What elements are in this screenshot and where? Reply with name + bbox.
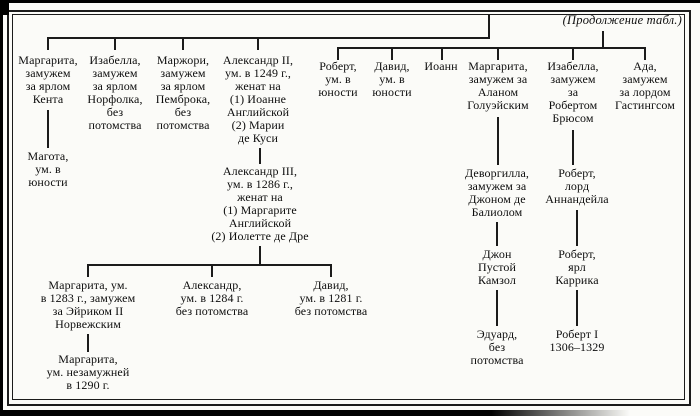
scan-edge-left bbox=[0, 0, 3, 416]
connector bbox=[114, 37, 116, 50]
connector bbox=[48, 37, 490, 39]
outer-frame bbox=[7, 10, 691, 406]
node-robert-youth: Роберт, ум. в юности bbox=[318, 59, 358, 99]
connector bbox=[337, 47, 339, 60]
table-continuation-caption: (Продолжение табл.) bbox=[562, 13, 682, 27]
scan-edge-top bbox=[0, 0, 700, 3]
node-margarita-galloway: Маргарита, замужем за Аланом Голуэйским bbox=[467, 59, 529, 112]
node-robert-i: Роберт I 1306–1329 bbox=[549, 327, 605, 354]
node-aleksandr-ii: Александр II, ум. в 1249 г., женат на (1… bbox=[222, 53, 294, 145]
connector bbox=[576, 210, 578, 246]
scan-edge-bottom bbox=[0, 410, 630, 416]
node-david-1281: Давид, ум. в 1281 г. без потомства bbox=[294, 278, 368, 318]
node-ada-hastings: Ада, замужем за лордом Гастингсом bbox=[615, 59, 675, 112]
connector bbox=[259, 148, 261, 164]
connector bbox=[644, 47, 646, 60]
node-aleksandr-1284: Александр, ум. в 1284 г. без потомства bbox=[175, 278, 249, 318]
node-marjori-pembroke: Маржори, замужем за ярлом Пемброка, без … bbox=[155, 53, 211, 132]
node-izabella-norfolk: Изабелла, замужем за ярлом Норфолка, без… bbox=[87, 53, 143, 132]
node-robert-carrick: Роберт, ярл Каррика bbox=[555, 247, 599, 287]
node-magota: Магота, ум. в юности bbox=[27, 149, 69, 189]
connector bbox=[338, 47, 646, 49]
connector bbox=[182, 37, 184, 50]
inner-frame bbox=[12, 14, 685, 400]
node-ioann: Иоанн bbox=[424, 59, 458, 73]
connector bbox=[330, 264, 332, 277]
connector bbox=[496, 290, 498, 326]
connector bbox=[572, 130, 574, 165]
connector bbox=[488, 15, 490, 37]
connector bbox=[259, 246, 261, 264]
connector bbox=[576, 290, 578, 326]
node-izabella-bruce: Изабелла, замужем за Робертом Брюсом bbox=[547, 59, 599, 125]
connector bbox=[602, 31, 604, 47]
connector bbox=[257, 37, 259, 50]
connector bbox=[497, 117, 499, 165]
node-margarita-1290: Маргарита, ум. незамужней в 1290 г. bbox=[46, 352, 130, 392]
connector bbox=[441, 47, 443, 60]
node-aleksandr-iii: Александр III, ум. в 1286 г., женат на (… bbox=[211, 164, 309, 243]
connector bbox=[391, 47, 393, 60]
connector bbox=[496, 222, 498, 246]
connector bbox=[87, 264, 89, 277]
connector bbox=[211, 264, 213, 277]
connector bbox=[87, 334, 89, 352]
node-margarita-norway: Маргарита, ум. в 1283 г., замужем за Эйр… bbox=[40, 278, 136, 331]
connector bbox=[88, 264, 332, 266]
node-david-youth: Давид, ум. в юности bbox=[372, 59, 412, 99]
node-robert-annandale: Роберт, лорд Аннандейла bbox=[545, 166, 609, 206]
node-john-balliol: Джон Пустой Камзол bbox=[477, 247, 517, 287]
connector bbox=[497, 47, 499, 60]
connector bbox=[572, 47, 574, 60]
node-eduard: Эдуард, без потомства bbox=[470, 327, 524, 367]
scan-edge-corner-blob bbox=[0, 0, 9, 15]
connector bbox=[47, 110, 49, 148]
node-devorgilla: Деворгилла, замужем за Джоном де Балиоло… bbox=[465, 166, 529, 219]
node-margarita-kent: Маргарита, замужем за ярлом Кента bbox=[18, 53, 78, 106]
connector bbox=[47, 37, 49, 50]
